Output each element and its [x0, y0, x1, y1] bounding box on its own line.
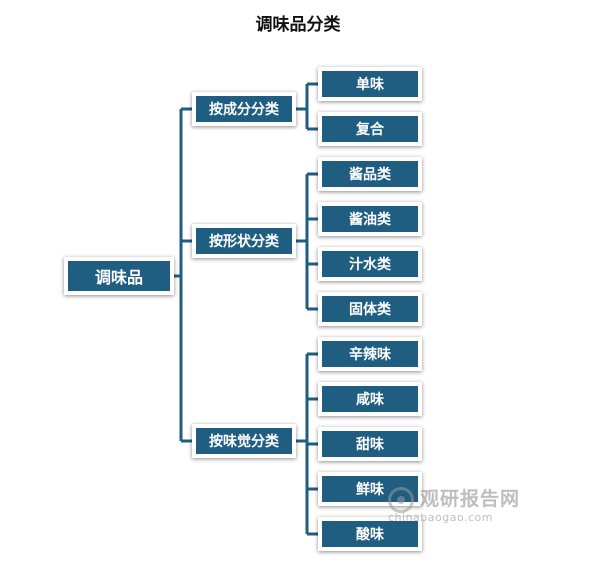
item-node-spicy: 辛辣味	[318, 337, 422, 371]
root-node: 调味品	[64, 257, 174, 295]
item-node-umami: 鲜味	[318, 472, 422, 506]
item-node-salty: 咸味	[318, 382, 422, 416]
item-node-juice: 汁水类	[318, 247, 422, 281]
item-node-soy-sauce: 酱油类	[318, 202, 422, 236]
category-node-shape: 按形状分类	[192, 224, 296, 258]
category-node-taste: 按味觉分类	[192, 424, 296, 458]
category-node-composition: 按成分分类	[192, 92, 296, 126]
item-node-compound: 复合	[318, 112, 422, 146]
item-node-single: 单味	[318, 67, 422, 101]
item-node-sweet: 甜味	[318, 427, 422, 461]
item-node-solid: 固体类	[318, 292, 422, 326]
item-node-sauce: 酱品类	[318, 157, 422, 191]
chart-title: 调味品分类	[255, 15, 341, 35]
item-node-sour: 酸味	[318, 517, 422, 551]
